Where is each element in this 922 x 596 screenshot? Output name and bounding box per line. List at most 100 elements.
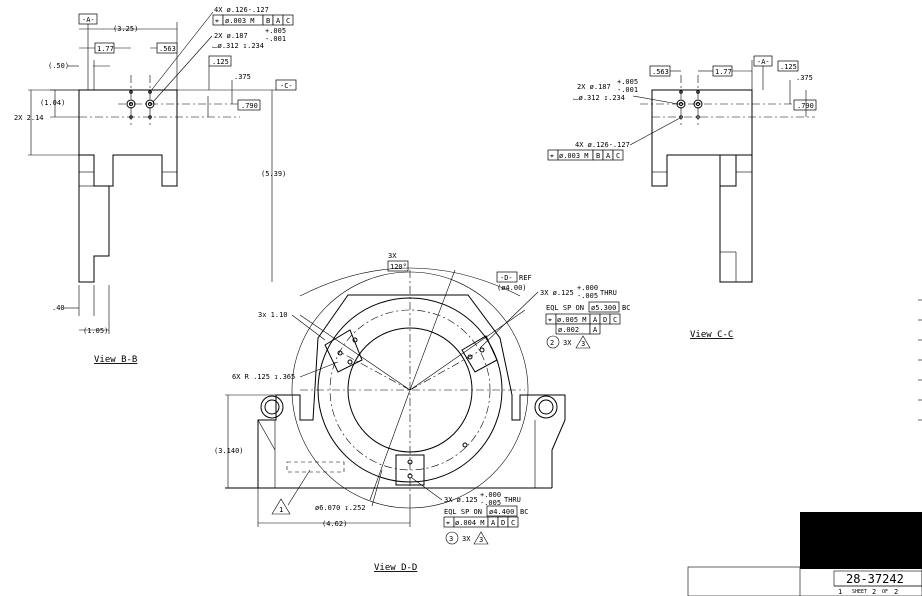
holes-bot-minus: -.005 [480,499,501,507]
holes-bot-callout: 3X ø.125 [444,496,478,504]
dim-5-39: (5.39) [261,170,286,178]
fcf-top-2: ø.002 A [555,323,601,335]
holes-bot-thru: THRU [504,496,521,504]
fcf-symbol: ⌖ [550,152,554,160]
fcf-symbol: ⌖ [215,17,219,25]
drawing-number: 28-37242 [846,572,904,586]
fcf-datum-d: D [501,519,505,527]
dim-4-62: (4.62) [322,520,347,528]
fcf-datum-a: A [593,316,598,324]
fcf-datum-a: A [593,326,598,334]
hole-2x-callout-cc: 2X ø.187 [577,83,611,91]
angle-count: 3X [388,252,397,260]
bc-top-value: ø5.300 [591,304,616,312]
tol-plus-cc: +.005 [617,78,638,86]
of-label: OF [882,589,888,595]
dim-125-bb: .125 [212,58,229,66]
fcf-tolerance: ø.004 M [455,519,485,527]
view-c-c: .563 1.77 -A- .125 .375 .790 2X ø.187 +.… [547,55,817,340]
fcf-datum-c: C [286,17,290,25]
bc-bot-value: ø4.400 [489,508,514,516]
fcf-symbol: ⌖ [548,316,552,324]
cbore-bb: ⌴ø.312 ↧.234 [212,42,264,50]
dim-3-140: (3.140) [214,447,244,455]
view-b-b-title: View B-B [94,355,137,365]
eql-sp-bot: EQL SP ON [444,508,482,516]
cbore-cc: ⌴ø.312 ↧.234 [573,94,625,102]
view-b-b: -A- (3.25) 1.77 .563 (.50) (1.04) 2X 2.1… [14,6,297,365]
dim-375-bb: .375 [234,73,251,81]
dim-3x-1-10: 3x 1.10 [258,311,288,319]
fcf-datum-b: B [266,17,270,25]
hole-4x-callout-cc: 4X ø.126-.127 [575,141,630,149]
note-2-count: 3X [563,339,572,347]
bc-top-label: BC [622,304,630,312]
tol-minus-bb: -.001 [265,35,286,43]
dim-1-04: (1.04) [40,99,65,107]
fcf-4x-cc: ⌖ ø.003 M B A C [547,149,624,161]
triangle-note-1: 1 [279,506,283,514]
datum-d-label: -D- [500,274,513,282]
dim-0-40: .40 [52,304,65,312]
datum-a-label-bb: -A- [82,16,95,24]
fcf-datum-a: A [276,17,281,25]
angle-value: 120° [390,263,407,271]
holes-top-minus: -.005 [577,292,598,300]
dim-790-cc: .790 [797,102,814,110]
fcf-datum-c: C [511,519,515,527]
fcf-datum-a: A [606,152,611,160]
fcf-datum-d: D [603,316,607,324]
dim-375-cc: .375 [796,74,813,82]
note-3-count: 3X [462,535,471,543]
ref-label: REF [519,274,532,282]
tol-minus-cc: -.001 [617,86,638,94]
holes-top-plus: +.000 [577,284,598,292]
dim-1-77-cc: 1.77 [715,68,732,76]
sheet-label: SHEET [852,589,867,595]
hole-4x-callout-bb: 4X ø.126-.127 [214,6,269,14]
dia-4-00: (ø4.00) [497,284,527,292]
dim-0-50: (.50) [48,62,69,70]
note-3-tri: 3 [479,536,483,544]
sheet-total: 2 [894,588,898,596]
fcf-top-1: ⌖ ø.005 M A D C [545,313,621,325]
dim-1-05: (1.05) [83,327,108,335]
fcf-4x-bb: ⌖ ø.003 M B A C [212,14,294,26]
bc-bot-label: BC [520,508,528,516]
dia-6-070: ø6.070 ↧.252 [315,504,366,512]
dim-2x-2-14: 2X 2.14 [14,114,44,122]
dim-1-77-bb: 1.77 [97,45,114,53]
fcf-datum-c: C [613,316,617,324]
datum-a-label-cc: -A- [757,58,770,66]
datum-c-label: -C- [280,82,293,90]
radius-callout: 6X R .125 ↧.365 [232,373,295,381]
note-2-tri: 3 [581,340,585,348]
fcf-symbol: ⌖ [446,519,450,527]
dim-790-bb: .790 [241,102,258,110]
note-2-number: 2 [550,339,554,347]
tol-plus-bb: +.005 [265,27,286,35]
view-d-d: 3X 120° -D- REF (ø4.00) 3X ø.125 +.000 -… [214,252,630,573]
sheet-number: 2 [872,588,876,596]
dim-563-bb: .563 [159,45,176,53]
fcf-tolerance: ø.003 M [225,17,255,25]
eql-sp-top: EQL SP ON [546,304,584,312]
view-c-c-title: View C-C [690,330,733,340]
fcf-tolerance: ø.002 [558,326,579,334]
holes-top-callout: 3X ø.125 [540,289,574,297]
fcf-datum-c: C [616,152,620,160]
dim-125-cc: .125 [780,63,797,71]
dim-563-cc: .563 [652,68,669,76]
size-mark: 1 [838,588,842,596]
note-3-number: 3 [449,535,453,543]
holes-bot-plus: +.000 [480,491,501,499]
holes-top-thru: THRU [600,289,617,297]
fcf-datum-a: A [491,519,496,527]
fcf-bot: ⌖ ø.004 M A D C [443,516,519,528]
hole-2x-callout-bb: 2X ø.187 [214,32,248,40]
dim-3-25: (3.25) [113,25,138,33]
title-block: 28-37242 1 SHEET 2 OF 2 [687,512,922,596]
view-d-d-title: View D-D [374,563,417,573]
fcf-tolerance: ø.003 M [559,152,589,160]
